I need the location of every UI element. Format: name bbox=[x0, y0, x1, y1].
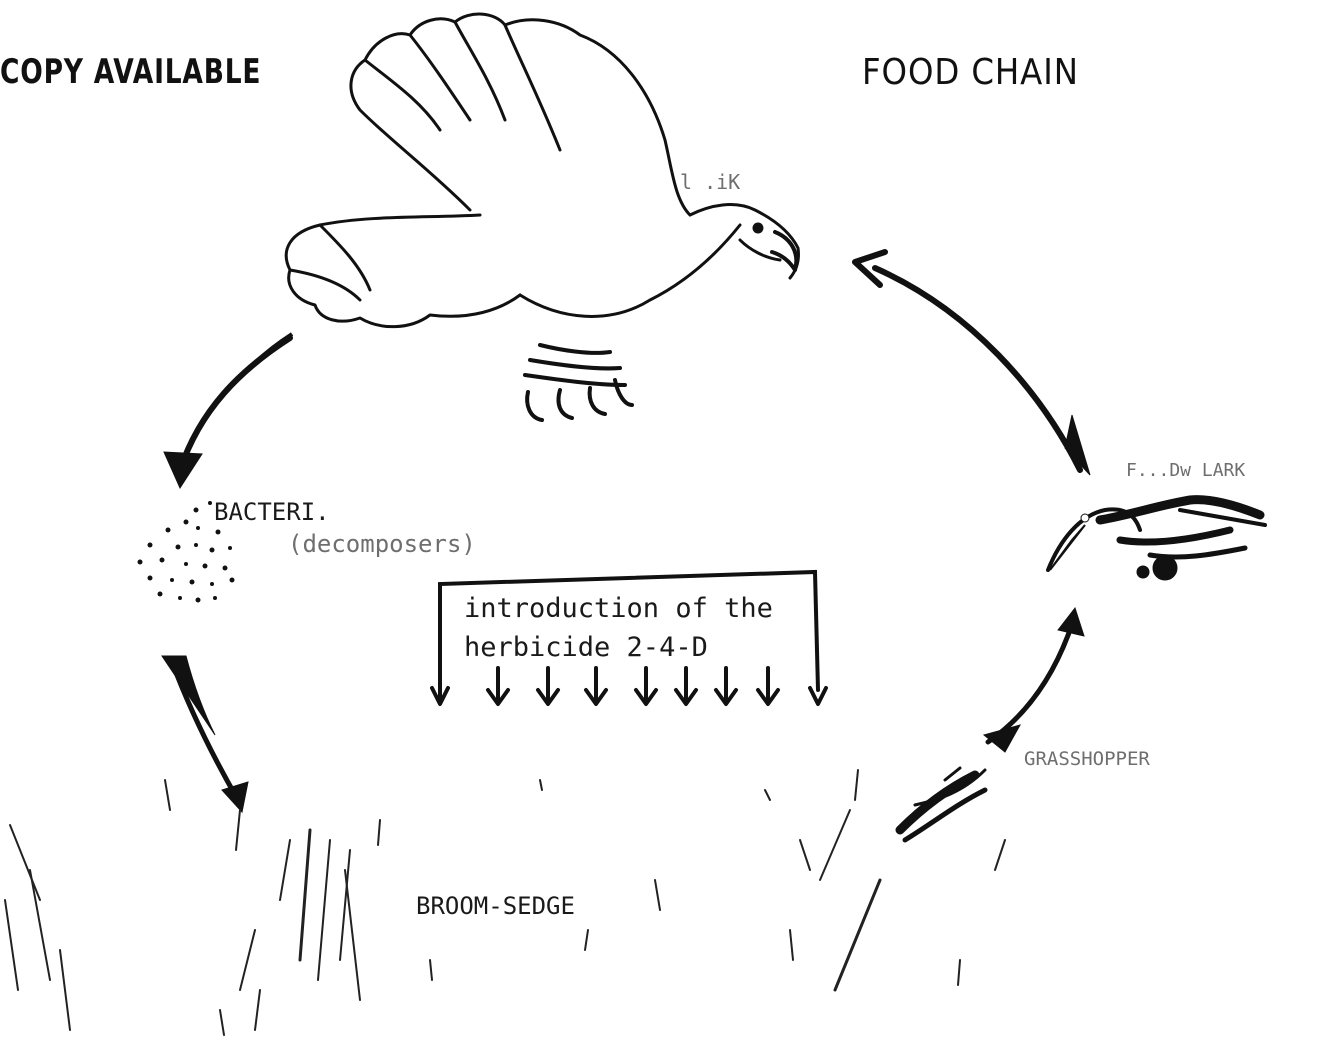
hawk-label: l .iK bbox=[680, 170, 740, 194]
diagram-title: FOOD CHAIN bbox=[862, 52, 1079, 93]
arrow-meadowlark-to-hawk bbox=[875, 268, 1080, 470]
hawk-lower-wing bbox=[286, 215, 520, 327]
arrow-hawk-to-bacteria bbox=[180, 338, 290, 470]
hawk-illustration bbox=[286, 14, 798, 420]
herbicide-drop-arrows bbox=[432, 668, 826, 704]
grasshopper-illustration bbox=[900, 768, 985, 840]
bacteria-label: BACTERI. bbox=[214, 498, 330, 526]
herbicide-text-line1: introduction of the bbox=[464, 593, 773, 624]
hawk-talons bbox=[525, 345, 632, 420]
broomsedge-label: BROOM-SEDGE bbox=[416, 892, 575, 920]
meadowlark-label: F...Dw LARK bbox=[1126, 460, 1245, 481]
copy-available-label: COPY AVAILABLE bbox=[0, 52, 261, 92]
decomposers-label: (decomposers) bbox=[288, 530, 476, 558]
hawk-body bbox=[520, 225, 740, 316]
hawk-upper-wing bbox=[351, 14, 690, 215]
arrow-broomsedge-to-grasshopper bbox=[988, 630, 1070, 742]
herbicide-text-line2: herbicide 2-4-D bbox=[464, 632, 708, 663]
grasshopper-label: GRASSHOPPER bbox=[1024, 748, 1150, 770]
meadowlark-illustration bbox=[1048, 500, 1265, 580]
